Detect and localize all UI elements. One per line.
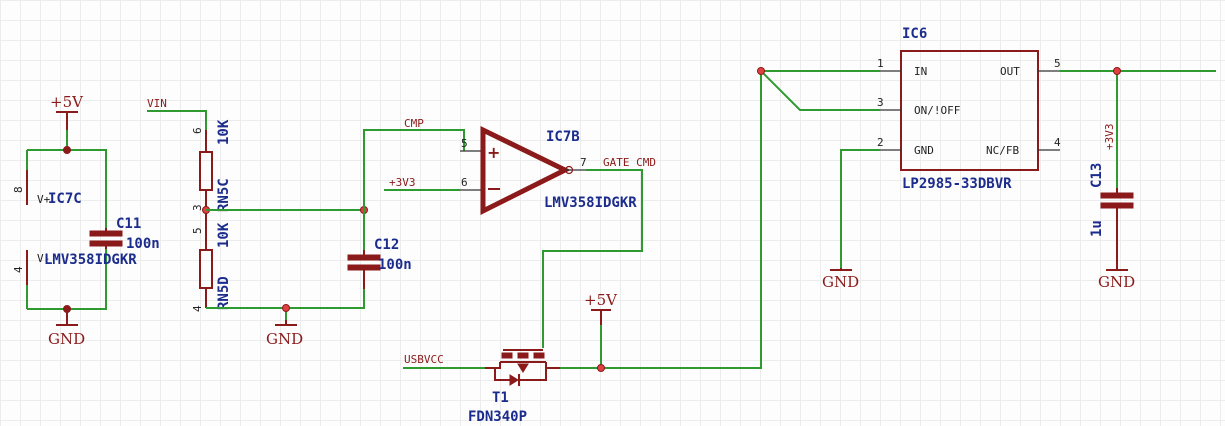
power-label: GND (1098, 273, 1135, 291)
capacitor-c11[interactable]: C11 100n (89, 216, 160, 252)
gnd-port-rn: GND (266, 320, 303, 348)
pin-number: 6 (191, 127, 204, 134)
pin-number: 6 (461, 176, 468, 189)
pin-name: IN (914, 65, 927, 78)
power-label: GND (822, 273, 859, 291)
part-value: 1u (1089, 220, 1105, 237)
designator: RN5D (216, 276, 232, 310)
net-label-cmp: CMP (404, 117, 424, 130)
power-label: +5V (584, 291, 618, 309)
power-label: GND (266, 330, 303, 348)
pin-number: 3 (877, 96, 884, 109)
designator: IC7B (546, 129, 580, 145)
pin-number: 4 (12, 266, 25, 273)
pin-number: 5 (1054, 57, 1061, 70)
gnd-port-left: GND (48, 309, 85, 348)
pin-number: 5 (191, 227, 204, 234)
pin-number: 5 (461, 137, 468, 150)
part-value: 10K (216, 119, 232, 145)
gnd-port-c13: GND (1098, 269, 1135, 291)
net-label-usbvcc: USBVCC (404, 353, 444, 366)
designator: RN5C (216, 178, 232, 212)
part-value: 100n (378, 257, 412, 273)
pin-name-v-plus: V+ (37, 193, 51, 206)
capacitor-c13[interactable]: C13 1u (1089, 163, 1134, 270)
pin-number: 8 (12, 186, 25, 193)
pin-number: 1 (877, 57, 884, 70)
junction-dot (63, 146, 71, 154)
junction-dot (282, 304, 290, 312)
pin-number: 4 (191, 305, 204, 312)
part-value: LP2985-33DBVR (902, 176, 1012, 192)
pin-name-v-minus: V- (37, 252, 50, 265)
pin-name: ON/!OFF (914, 104, 960, 117)
part-value: 100n (126, 236, 160, 252)
designator: C12 (374, 237, 399, 253)
capacitor-c12[interactable]: C12 100n (347, 210, 412, 289)
pin-number: 4 (1054, 136, 1061, 149)
junction-dot (597, 364, 605, 372)
designator: C11 (116, 216, 141, 232)
gnd-port-ldo: GND (822, 268, 859, 291)
power-port-5v-mid: +5V (584, 291, 618, 325)
part-value: 10K (216, 222, 232, 248)
opamp-ic7b[interactable]: + 5 6 7 IC7B LMV358IDGKR (460, 125, 637, 216)
pin-name: GND (914, 144, 934, 157)
designator: IC7C (48, 191, 82, 207)
power-label: +5V (50, 93, 84, 111)
net-label-3v3-out: +3V3 (1103, 124, 1116, 151)
resistor-network-rn5[interactable]: VIN 6 3 RN5C 10K 5 4 RN5D 10K (147, 97, 232, 312)
plus-symbol: + (487, 143, 500, 162)
net-label-gate-cmd: GATE CMD (603, 156, 656, 169)
designator: IC6 (902, 26, 927, 42)
mosfet-t1[interactable]: T1 FDN340P (468, 349, 560, 425)
net-label-3v3: +3V3 (389, 176, 416, 189)
designator: C13 (1089, 163, 1105, 188)
designator: T1 (492, 390, 509, 406)
junction-dot (757, 67, 765, 75)
pin-name: OUT (1000, 65, 1020, 78)
power-port-5v-left: +5V (50, 93, 84, 130)
pin-number: 2 (877, 136, 884, 149)
part-value: FDN340P (468, 409, 527, 425)
ic7c-power-unit[interactable]: +5V 8 4 V+ V- IC7C LMV358IDGKR GND (12, 93, 137, 348)
pin-name: NC/FB (986, 144, 1019, 157)
pin-number: 7 (580, 156, 587, 169)
part-value: LMV358IDGKR (544, 195, 637, 211)
net-label-vin: VIN (147, 97, 167, 110)
power-label: GND (48, 330, 85, 348)
regulator-ic6[interactable]: 1 3 2 5 4 IN ON/!OFF GND OUT NC/FB IC6 L… (877, 26, 1061, 192)
junction-dot (1113, 67, 1121, 75)
pin-number: 3 (191, 204, 204, 211)
part-value: LMV358IDGKR (44, 252, 137, 268)
